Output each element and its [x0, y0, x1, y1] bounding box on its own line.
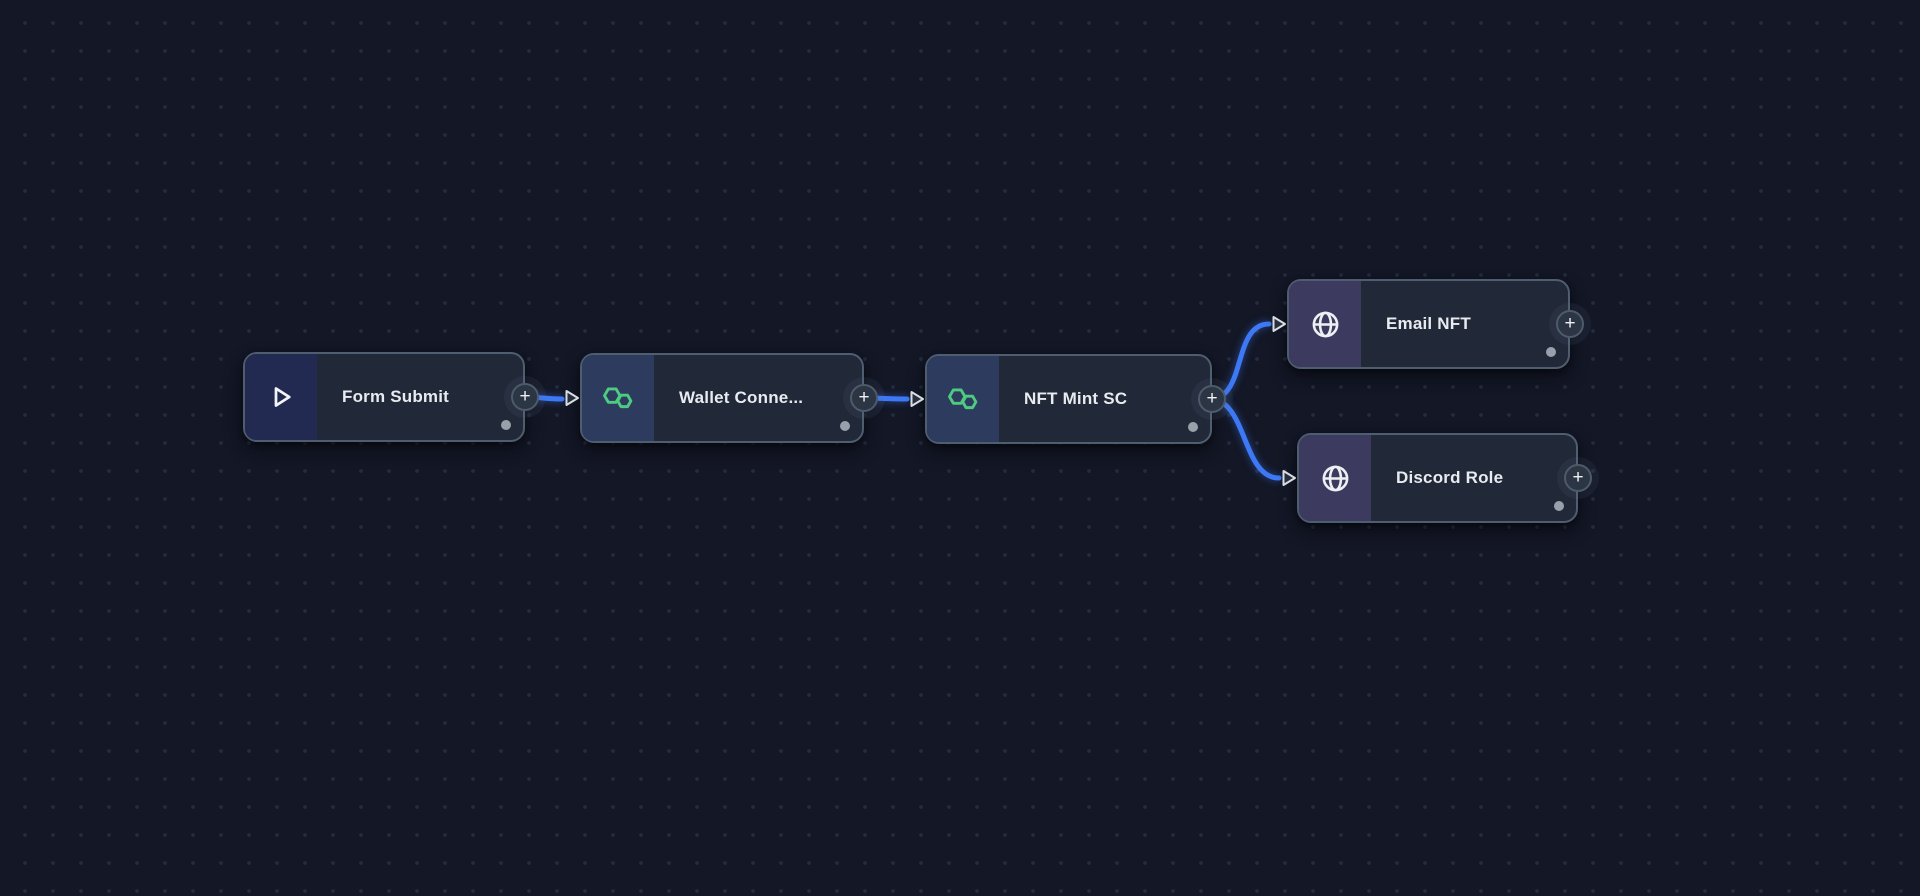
node-label: NFT Mint SC: [1024, 389, 1128, 408]
node-label: Discord Role: [1396, 468, 1504, 487]
node-label: Email NFT: [1386, 314, 1471, 333]
polygon-chain-icon: [947, 387, 977, 409]
edge-nft-mint-sc-to-discord-role[interactable]: [1207, 396, 1282, 481]
node-discord-role[interactable]: Discord Role +: [1282, 433, 1592, 523]
node-icon-section: [582, 355, 654, 441]
add-next-node-button[interactable]: +: [1556, 310, 1584, 338]
node-status-dot: [1188, 422, 1198, 432]
globe-icon: [1322, 465, 1348, 491]
node-form-submit[interactable]: Form Submit +: [243, 352, 539, 442]
node-icon-section: [927, 356, 999, 442]
globe-icon: [1312, 311, 1338, 337]
node-icon-section: [245, 354, 317, 440]
add-next-node-button[interactable]: +: [850, 384, 878, 412]
node-status-dot: [840, 421, 850, 431]
add-next-node-button[interactable]: +: [1564, 464, 1592, 492]
input-connector-arrow[interactable]: [1271, 314, 1288, 334]
node-icon-section: [1299, 435, 1371, 521]
input-connector-arrow[interactable]: [564, 388, 581, 408]
input-connector-arrow[interactable]: [1281, 468, 1298, 488]
node-icon-section: [1289, 281, 1361, 367]
node-nft-mint-sc[interactable]: NFT Mint SC +: [910, 354, 1226, 444]
node-status-dot: [1546, 347, 1556, 357]
node-label: Form Submit: [342, 387, 450, 406]
node-email-nft[interactable]: Email NFT +: [1272, 279, 1584, 369]
play-icon: [274, 387, 291, 407]
polygon-chain-icon: [602, 386, 632, 408]
input-connector-arrow[interactable]: [909, 389, 926, 409]
add-next-node-button[interactable]: +: [511, 383, 539, 411]
add-next-node-button[interactable]: +: [1198, 385, 1226, 413]
node-status-dot: [1554, 501, 1564, 511]
node-label: Wallet Conne...: [679, 388, 804, 407]
node-status-dot: [501, 420, 511, 430]
node-wallet-connect[interactable]: Wallet Conne... +: [565, 353, 878, 443]
